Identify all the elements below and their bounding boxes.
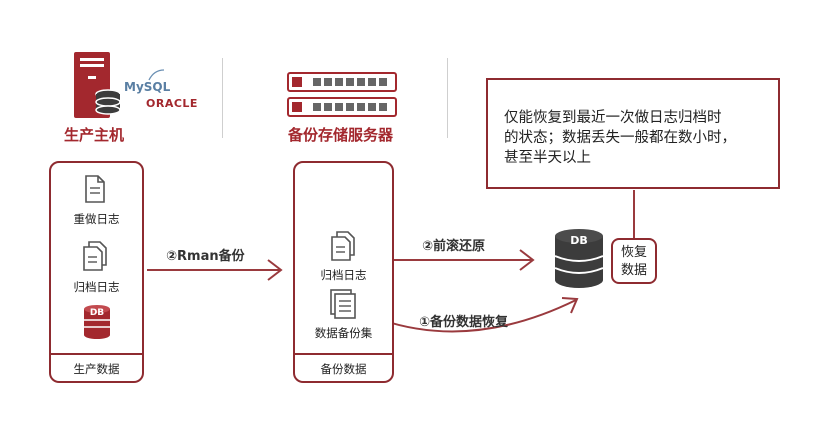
divider-right <box>447 58 448 138</box>
restore-arrow <box>375 297 579 333</box>
rman-arrow <box>147 259 283 281</box>
production-data-box: 重做日志 归档日志 DB 生产数据 <box>49 161 144 383</box>
document-icon <box>84 175 106 207</box>
oracle-logo: ORACLE <box>146 97 198 110</box>
rollforward-arrow <box>376 249 535 271</box>
archive-log-label: 归档日志 <box>73 280 120 294</box>
note-line-3: 甚至半天以上 <box>504 150 591 166</box>
backup-set-icon <box>330 289 358 325</box>
storage-rack-icon <box>287 72 399 120</box>
note-box: 仅能恢复到最近一次做日志归档时 的状态；数据丢失一般都在数小时， 甚至半天以上 <box>486 78 780 189</box>
production-host-title: 生产主机 <box>64 126 125 144</box>
archive-docs-icon-backup <box>330 231 356 265</box>
backup-set-label: 数据备份集 <box>314 326 373 340</box>
archive-docs-icon <box>82 241 108 275</box>
mysql-logo: MySQL <box>124 80 171 94</box>
db-icon: DB <box>553 228 605 290</box>
backup-data-box: 归档日志 数据备份集 备份数据 <box>293 161 394 383</box>
rman-backup-label: ②Rman备份 <box>166 249 245 264</box>
restore-label: ①备份数据恢复 <box>419 315 509 330</box>
backup-data-footer: 备份数据 <box>320 362 367 376</box>
note-line-2: 的状态；数据丢失一般都在数小时， <box>504 130 736 146</box>
restore-data-line2: 数据 <box>620 263 647 278</box>
restore-data-line1: 恢复 <box>620 245 647 260</box>
backup-archive-log-label: 归档日志 <box>320 268 367 282</box>
server-tower-icon <box>70 50 130 122</box>
note-line-1: 仅能恢复到最近一次做日志归档时 <box>504 110 722 126</box>
backup-server-title: 备份存储服务器 <box>288 126 394 144</box>
divider-left <box>222 58 223 138</box>
db-small-icon: DB <box>82 305 112 343</box>
mysql-dolphin-icon <box>148 69 165 81</box>
db-label: DB <box>570 234 588 247</box>
restore-data-box: 恢复 数据 <box>611 238 657 284</box>
db-small-label: DB <box>89 308 105 318</box>
rollforward-label: ②前滚还原 <box>422 239 486 254</box>
redo-log-label: 重做日志 <box>73 212 120 226</box>
production-data-footer: 生产数据 <box>73 362 120 376</box>
